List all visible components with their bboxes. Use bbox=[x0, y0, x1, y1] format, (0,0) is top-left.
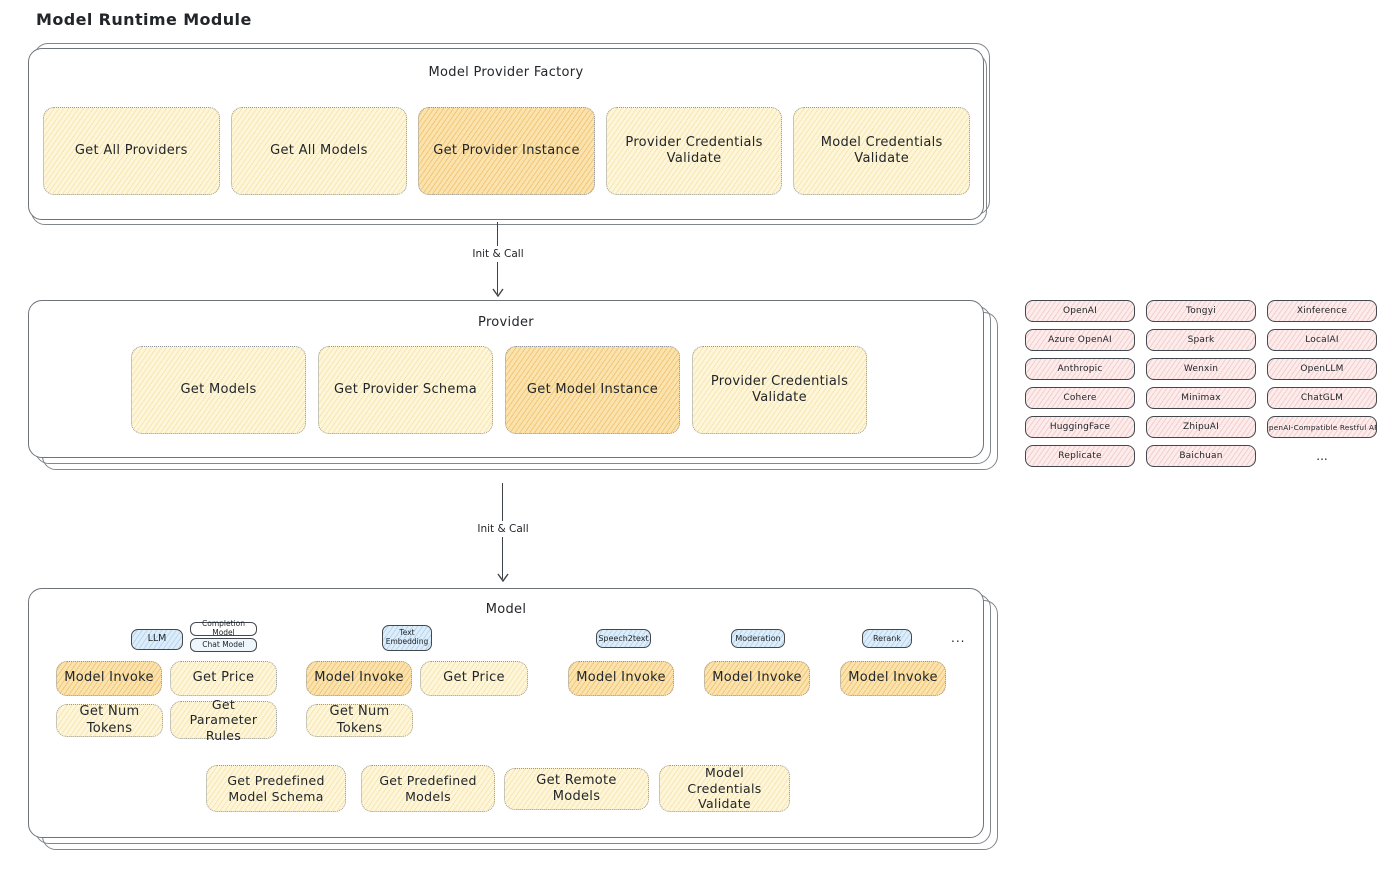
provider-chip-minimax: Minimax bbox=[1146, 387, 1256, 409]
factory-container: Model Provider Factory Get All Providers… bbox=[28, 43, 990, 225]
tag-llm: LLM bbox=[131, 629, 183, 650]
model-box: Model LLM Completion Model Chat Model Te… bbox=[28, 588, 984, 838]
model-title: Model bbox=[485, 602, 527, 617]
provider-op-get-model-instance: Get Model Instance bbox=[505, 346, 680, 434]
provider-chip-openai-compatible: OpenAI-Compatible Restful API bbox=[1267, 416, 1377, 438]
provider-chip-wenxin: Wenxin bbox=[1146, 358, 1256, 380]
factory-title: Model Provider Factory bbox=[428, 65, 584, 80]
provider-chip-baichuan: Baichuan bbox=[1146, 445, 1256, 467]
provider-title: Provider bbox=[478, 315, 534, 330]
provider-chip-cohere: Cohere bbox=[1025, 387, 1135, 409]
model-op-get-predefined-models: Get Predefined Models bbox=[361, 765, 495, 812]
page-title: Model Runtime Module bbox=[36, 10, 252, 29]
model-op-get-predefined-model-schema: Get Predefined Model Schema bbox=[206, 765, 346, 812]
provider-op-get-models: Get Models bbox=[131, 346, 306, 434]
model-op-llm-get-num-tokens: Get Num Tokens bbox=[56, 704, 163, 737]
model-op-embedding-get-num-tokens: Get Num Tokens bbox=[306, 704, 413, 737]
model-op-embedding-get-price: Get Price bbox=[420, 661, 528, 696]
factory-op-provider-credentials-validate: Provider Credentials Validate bbox=[605, 107, 783, 195]
tag-rerank: Rerank bbox=[862, 629, 912, 648]
provider-chip-anthropic: Anthropic bbox=[1025, 358, 1135, 380]
provider-chip-huggingface: HuggingFace bbox=[1025, 416, 1135, 438]
provider-op-provider-credentials-validate: Provider Credentials Validate bbox=[692, 346, 867, 434]
init-call-label-1: Init & Call bbox=[467, 246, 529, 262]
factory-op-get-provider-instance: Get Provider Instance bbox=[418, 107, 595, 195]
model-op-speech2text-invoke: Model Invoke bbox=[568, 661, 674, 696]
down-arrow-icon: Init & Call bbox=[467, 222, 529, 297]
tag-moderation: Moderation bbox=[731, 629, 785, 648]
model-op-llm-get-price: Get Price bbox=[170, 661, 277, 696]
provider-chip-azure-openai: Azure OpenAI bbox=[1025, 329, 1135, 351]
provider-chip-replicate: Replicate bbox=[1025, 445, 1135, 467]
provider-chip-openai: OpenAI bbox=[1025, 300, 1135, 322]
provider-chip-spark: Spark bbox=[1146, 329, 1256, 351]
factory-op-get-all-providers: Get All Providers bbox=[43, 107, 220, 195]
model-container: Model LLM Completion Model Chat Model Te… bbox=[28, 588, 998, 850]
provider-chip-xinference: Xinference bbox=[1267, 300, 1377, 322]
provider-list-more: ... bbox=[1316, 449, 1328, 463]
provider-op-get-provider-schema: Get Provider Schema bbox=[318, 346, 493, 434]
model-tags-more: ... bbox=[951, 631, 966, 645]
factory-op-get-all-models: Get All Models bbox=[230, 107, 408, 195]
provider-container: Provider Get Models Get Provider Schema … bbox=[28, 300, 998, 470]
provider-box: Provider Get Models Get Provider Schema … bbox=[28, 300, 984, 458]
provider-chip-tongyi: Tongyi bbox=[1146, 300, 1256, 322]
factory-op-model-credentials-validate: Model Credentials Validate bbox=[793, 107, 970, 195]
provider-chip-openllm: OpenLLM bbox=[1267, 358, 1377, 380]
model-op-get-remote-models: Get Remote Models bbox=[504, 768, 649, 810]
tag-text-embedding: Text Embedding bbox=[382, 625, 432, 651]
model-op-llm-get-parameter-rules: Get Parameter Rules bbox=[170, 697, 277, 743]
provider-chip-zhipuai: ZhipuAI bbox=[1146, 416, 1256, 438]
model-op-model-credentials-validate: Model Credentials Validate bbox=[659, 765, 790, 812]
tag-chat-model: Chat Model bbox=[190, 638, 257, 652]
down-arrow-icon: Init & Call bbox=[472, 483, 534, 582]
model-op-llm-invoke: Model Invoke bbox=[56, 661, 162, 696]
model-op-moderation-invoke: Model Invoke bbox=[704, 661, 810, 696]
provider-chip-chatglm: ChatGLM bbox=[1267, 387, 1377, 409]
model-op-rerank-invoke: Model Invoke bbox=[840, 661, 946, 696]
model-op-embedding-invoke: Model Invoke bbox=[306, 661, 412, 696]
tag-speech2text: Speech2text bbox=[596, 629, 651, 648]
tag-completion-model: Completion Model bbox=[190, 620, 257, 637]
provider-list: OpenAI Tongyi Xinference Azure OpenAI Sp… bbox=[1025, 300, 1377, 467]
init-call-label-2: Init & Call bbox=[472, 521, 534, 537]
provider-chip-localai: LocalAI bbox=[1267, 329, 1377, 351]
factory-box: Model Provider Factory Get All Providers… bbox=[28, 48, 984, 220]
